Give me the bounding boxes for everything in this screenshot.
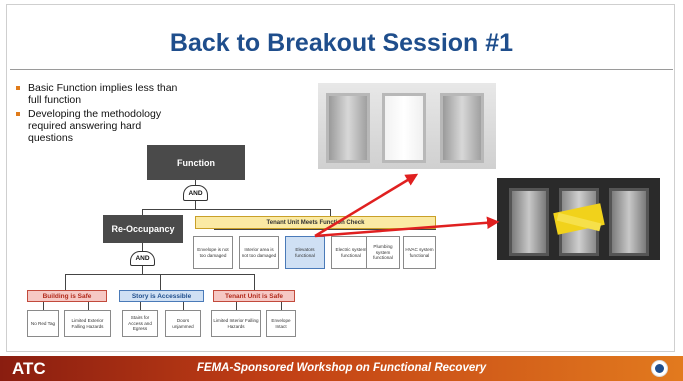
tenant-check-item: Electric system functional bbox=[331, 236, 371, 269]
connector bbox=[214, 229, 436, 230]
connector bbox=[140, 302, 141, 310]
footer-text: FEMA-Sponsored Workshop on Functional Re… bbox=[196, 362, 487, 374]
title-divider bbox=[10, 69, 673, 70]
footer-bar: ATC FEMA-Sponsored Workshop on Functiona… bbox=[0, 356, 683, 381]
leaf-node: No Red Tag bbox=[27, 310, 59, 337]
connector bbox=[88, 302, 89, 310]
connector bbox=[236, 302, 237, 310]
tenant-check-item: Envelope is not too damaged bbox=[193, 236, 233, 269]
connector bbox=[142, 209, 143, 215]
connector bbox=[254, 274, 255, 290]
connector bbox=[142, 209, 330, 210]
category-tenant-safe: Tenant Unit is Safe bbox=[213, 290, 295, 302]
tenant-check-item: HVAC system functional bbox=[403, 236, 436, 269]
function-node: Function bbox=[147, 145, 245, 180]
tenant-check-item-elevators: Elevators functional bbox=[285, 236, 325, 269]
connector bbox=[160, 274, 161, 290]
category-story-accessible: Story is Accessible bbox=[119, 290, 204, 302]
tenant-check-node: Tenant Unit Meets Function Check bbox=[195, 216, 436, 229]
and-gate: AND bbox=[183, 185, 208, 201]
damaged-elevators-photo bbox=[497, 178, 660, 260]
elevator-door bbox=[440, 93, 484, 163]
bullet-item: Developing the methodology required answ… bbox=[14, 108, 184, 144]
connector bbox=[195, 180, 196, 188]
leaf-node: Limited Interior Falling Hazards bbox=[211, 310, 261, 337]
bullet-list: Basic Function implies less than full fu… bbox=[14, 82, 184, 146]
connector bbox=[183, 302, 184, 310]
elevator-door bbox=[382, 93, 426, 163]
slide-title: Back to Breakout Session #1 bbox=[169, 29, 514, 57]
dhs-seal-icon bbox=[651, 360, 668, 377]
connector bbox=[281, 302, 282, 310]
elevator-door bbox=[509, 188, 549, 256]
and-gate: AND bbox=[130, 251, 155, 266]
connector bbox=[195, 201, 196, 209]
connector bbox=[142, 265, 143, 274]
leaf-node: Stairs for Access and Egress bbox=[122, 310, 158, 337]
elevators-photo bbox=[318, 83, 496, 169]
elevator-door bbox=[326, 93, 370, 163]
leaf-node: Limited Exterior Falling Hazards bbox=[64, 310, 111, 337]
leaf-node: Doors unjammed bbox=[165, 310, 201, 337]
tenant-check-item: Interior area is not too damaged bbox=[239, 236, 279, 269]
connector bbox=[43, 302, 44, 310]
connector bbox=[142, 243, 143, 251]
tenant-check-item: Plumbing system functional bbox=[366, 236, 400, 269]
leaf-node: Envelope Intact bbox=[266, 310, 296, 337]
category-building-safe: Building is Safe bbox=[27, 290, 107, 302]
atc-logo: ATC bbox=[12, 359, 46, 378]
reoccupancy-node: Re-Occupancy bbox=[103, 215, 183, 243]
connector bbox=[330, 209, 331, 216]
elevator-door bbox=[609, 188, 649, 256]
bullet-item: Basic Function implies less than full fu… bbox=[14, 82, 184, 106]
connector bbox=[65, 274, 66, 290]
